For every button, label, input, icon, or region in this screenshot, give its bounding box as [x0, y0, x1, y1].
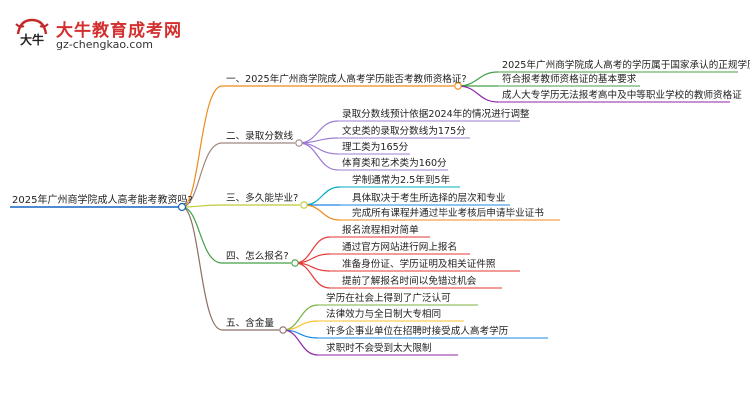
leaf-1-3: 成人大专学历无法报考高中及中等职业学校的教师资格证: [502, 89, 742, 101]
branch-2-leaves: 录取分数线预计依据2024年的情况进行调整 文史类的录取分数线为175分 理工类…: [338, 108, 530, 171]
branch-1-connector: [454, 82, 462, 90]
leaf-5-1: 学历在社会上得到了广泛认可: [326, 292, 451, 304]
logo-title: 大牛教育成考网: [56, 21, 182, 41]
link-root-b1: [181, 85, 223, 208]
leaf-2-1: 录取分数线预计依据2024年的情况进行调整: [342, 108, 530, 120]
link-root-b4: [181, 206, 223, 264]
mindmap-links: [181, 71, 499, 356]
branch-3-leaves: 学制通常为2.5年到5年 具体取决于考生所选择的层次和专业 完成所有课程并通过毕…: [340, 174, 560, 221]
branch-1[interactable]: 一、2025年广州商学院成人高考学历能否考教师资格证?: [222, 73, 467, 90]
root-node[interactable]: 2025年广州商学院成人高考能考教资吗?: [10, 193, 193, 212]
branch-4-connector: [291, 259, 299, 267]
leaf-1-2: 符合报考教师资格证的基本要求: [502, 73, 637, 85]
leaf-4-4: 提前了解报名时间以免错过机会: [342, 275, 477, 287]
leaf-3-1: 学制通常为2.5年到5年: [352, 174, 451, 186]
link-b4-l1: [294, 236, 331, 264]
link-b4-l4: [294, 262, 331, 289]
link-b1-l3: [457, 85, 499, 103]
link-b2-l4: [298, 142, 339, 171]
leaf-4-3: 准备身份证、学历证明及相关证件照: [342, 258, 496, 270]
branch-3-label: 三、多久能毕业?: [226, 192, 298, 204]
root-connector: [177, 202, 187, 212]
leaf-5-4: 求职时不会受到太大限制: [326, 342, 432, 354]
link-b2-l1: [298, 120, 339, 144]
leaf-3-3: 完成所有课程并通过毕业考核后申请毕业证书: [352, 207, 544, 219]
bull-logo-icon: 大牛: [15, 18, 49, 47]
branch-5-leaves: 学历在社会上得到了广泛认可 法律效力与全日制大专相同 许多企事业单位在招聘时接受…: [318, 292, 548, 356]
branch-5-label: 五、含金量: [226, 317, 274, 329]
root-label: 2025年广州商学院成人高考能考教资吗?: [12, 193, 193, 206]
leaf-4-2: 通过官方网站进行网上报名: [342, 241, 457, 253]
leaf-2-3: 理工类为165分: [342, 141, 409, 153]
link-b5-l1: [282, 304, 319, 331]
link-b2-l3: [298, 142, 339, 155]
branch-1-label: 一、2025年广州商学院成人高考学历能否考教师资格证?: [226, 73, 467, 85]
leaf-5-3: 许多企事业单位在招聘时接受成人高考学历: [326, 325, 509, 337]
site-logo[interactable]: 大牛 大牛教育成考网 gz-chengkao.com: [14, 14, 184, 58]
leaf-2-4: 体育类和艺术类为160分: [342, 157, 447, 169]
branch-3[interactable]: 三、多久能毕业?: [222, 192, 308, 209]
logo-mark-text: 大牛: [20, 32, 44, 47]
branch-2-label: 二、录取分数线: [226, 130, 294, 142]
branch-1-leaves: 2025年广州商学院成人高考的学历属于国家承认的正规学历 符合报考教师资格证的基…: [498, 59, 750, 103]
link-b3-l3: [303, 204, 341, 221]
link-b5-l4: [282, 329, 319, 356]
branch-4-leaves: 报名流程相对简单 通过官方网站进行网上报名 准备身份证、学历证明及相关证件照 提…: [330, 224, 520, 289]
link-b3-l1: [303, 186, 341, 206]
branch-4[interactable]: 四、怎么报名?: [222, 250, 299, 267]
link-b2-l2: [298, 137, 339, 144]
branch-2-connector: [295, 139, 303, 147]
branch-5[interactable]: 五、含金量: [222, 317, 287, 334]
branch-4-label: 四、怎么报名?: [226, 250, 289, 262]
link-root-b2: [181, 142, 223, 208]
leaf-4-1: 报名流程相对简单: [342, 224, 419, 236]
leaf-3-2: 具体取决于考生所选择的层次和专业: [352, 192, 506, 204]
branch-5-connector: [279, 326, 287, 334]
leaf-5-2: 法律效力与全日制大专相同: [326, 308, 441, 320]
branch-2[interactable]: 二、录取分数线: [222, 130, 303, 147]
branch-3-connector: [300, 201, 308, 209]
link-root-b5: [181, 206, 223, 331]
leaf-1-1: 2025年广州商学院成人高考的学历属于国家承认的正规学历: [502, 59, 750, 71]
logo-url: gz-chengkao.com: [56, 38, 153, 51]
leaf-2-2: 文史类的录取分数线为175分: [342, 125, 466, 137]
